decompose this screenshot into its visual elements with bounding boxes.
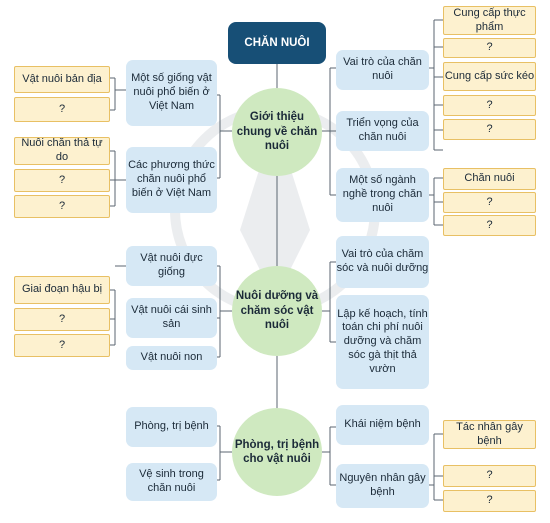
leaf-blank: ? <box>14 308 110 331</box>
hub-introduction: Giới thiệu chung về chăn nuôi <box>232 88 322 176</box>
leaf-blank: ? <box>14 195 110 218</box>
leaf-blank: ? <box>443 490 536 512</box>
topic-hygiene: Vệ sinh trong chăn nuôi <box>126 463 217 501</box>
hub-disease: Phòng, trị bệnh cho vật nuôi <box>232 408 322 496</box>
topic-female-breeding: Vật nuôi cái sinh sản <box>126 298 217 338</box>
topic-prospects: Triển vọng của chăn nuôi <box>336 111 429 151</box>
leaf-blank: ? <box>14 169 110 192</box>
leaf-blank: ? <box>14 334 110 357</box>
hub-feeding-care: Nuôi dưỡng và chăm sóc vật nuôi <box>232 266 322 356</box>
leaf-free-range: Nuôi chăn thả tự do <box>14 137 110 165</box>
leaf-blank: ? <box>443 95 536 116</box>
leaf-blank: ? <box>443 119 536 140</box>
title-node: CHĂN NUÔI <box>228 22 326 64</box>
leaf-draft-power: Cung cấp sức kéo <box>443 62 536 91</box>
topic-planning: Lập kế hoạch, tính toán chi phí nuôi dưỡ… <box>336 295 429 389</box>
topic-disease-causes: Nguyên nhân gây bệnh <box>336 464 429 508</box>
leaf-rearing-stage: Giai đoạn hậu bị <box>14 276 110 304</box>
leaf-food-supply: Cung cấp thực phẩm <box>443 6 536 35</box>
topic-farming-methods: Các phương thức chăn nuôi phổ biến ở Việ… <box>126 147 217 213</box>
topic-role: Vai trò của chăn nuôi <box>336 50 429 90</box>
leaf-pathogen: Tác nhân gây bệnh <box>443 420 536 449</box>
leaf-blank: ? <box>443 465 536 487</box>
topic-disease-concept: Khái niệm bệnh <box>336 405 429 445</box>
topic-young-livestock: Vật nuôi non <box>126 346 217 370</box>
leaf-livestock-farming: Chăn nuôi <box>443 168 536 190</box>
topic-prevention-treatment: Phòng, trị bệnh <box>126 407 217 447</box>
topic-breeds: Một số giống vật nuôi phổ biến ở Việt Na… <box>126 60 217 126</box>
topic-male-breeding: Vật nuôi đực giống <box>126 246 217 286</box>
leaf-blank: ? <box>443 215 536 236</box>
leaf-blank: ? <box>14 97 110 122</box>
topic-occupations: Một số ngành nghề trong chăn nuôi <box>336 168 429 222</box>
topic-care-role: Vai trò của chăm sóc và nuôi dưỡng <box>336 236 429 288</box>
leaf-native-livestock: Vật nuôi bản địa <box>14 66 110 93</box>
leaf-blank: ? <box>443 38 536 58</box>
leaf-blank: ? <box>443 192 536 213</box>
